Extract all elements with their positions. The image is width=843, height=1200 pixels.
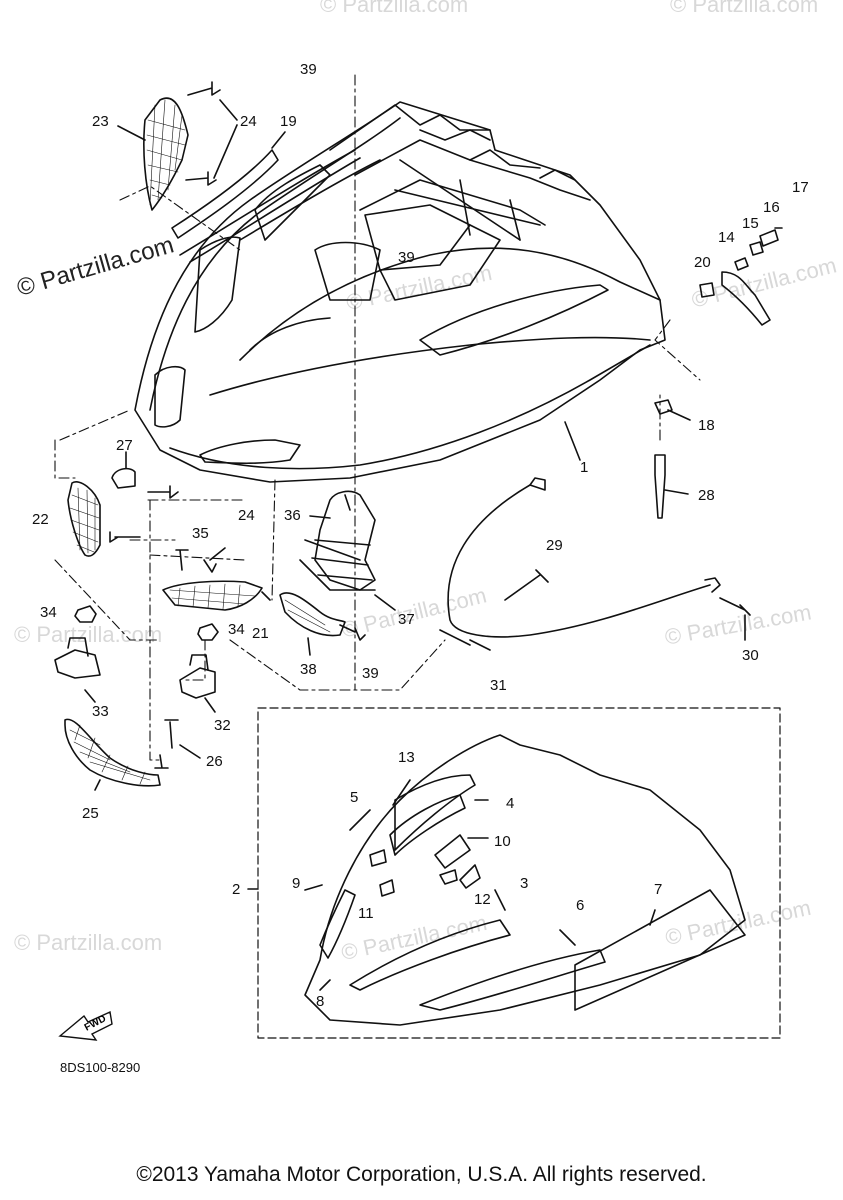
hood-shell [134, 101, 666, 483]
callout-23[interactable]: 23 [92, 113, 109, 130]
callout-20[interactable]: 20 [694, 254, 711, 271]
callout-28[interactable]: 28 [698, 487, 715, 504]
callout-11[interactable]: 11 [358, 905, 374, 922]
callout-25[interactable]: 25 [82, 805, 99, 822]
callout-21[interactable]: 21 [252, 625, 269, 642]
diagram-part-code: 8DS100-8290 [60, 1060, 141, 1075]
callout-15[interactable]: 15 [742, 215, 759, 232]
callout-24-top[interactable]: 24 [240, 113, 257, 130]
callout-37[interactable]: 37 [398, 611, 415, 628]
callout-36[interactable]: 36 [284, 507, 301, 524]
callout-19[interactable]: 19 [280, 113, 297, 130]
callout-5[interactable]: 5 [350, 789, 359, 806]
callout-39-mid[interactable]: 39 [398, 249, 415, 266]
watermark-left-mid: © Partzilla.com [14, 622, 163, 647]
callout-8[interactable]: 8 [316, 993, 325, 1010]
callout-34-left[interactable]: 34 [40, 604, 57, 621]
callout-9[interactable]: 9 [292, 875, 301, 892]
callout-22[interactable]: 22 [32, 511, 49, 528]
callout-12[interactable]: 12 [474, 891, 491, 908]
callout-6[interactable]: 6 [576, 897, 585, 914]
callout-14[interactable]: 14 [718, 229, 735, 246]
watermark-top: © Partzilla.com [320, 0, 469, 17]
callout-30[interactable]: 30 [742, 647, 759, 664]
callout-26[interactable]: 26 [206, 753, 223, 770]
callout-2[interactable]: 2 [232, 881, 241, 898]
callout-18[interactable]: 18 [698, 417, 715, 434]
callout-24-mid[interactable]: 24 [238, 507, 255, 524]
callout-3[interactable]: 3 [520, 875, 529, 892]
callout-32[interactable]: 32 [214, 717, 231, 734]
copyright-notice: ©2013 Yamaha Motor Corporation, U.S.A. A… [136, 1163, 707, 1186]
callout-34-center[interactable]: 34 [228, 621, 245, 638]
callout-13[interactable]: 13 [398, 749, 415, 766]
callout-16[interactable]: 16 [763, 199, 780, 216]
watermark-top-right: © Partzilla.com [670, 0, 819, 17]
callout-31[interactable]: 31 [490, 677, 507, 694]
callout-39-top[interactable]: 39 [300, 61, 317, 78]
callout-38[interactable]: 38 [300, 661, 317, 678]
fwd-arrow [58, 1010, 113, 1041]
callout-39-bottom[interactable]: 39 [362, 665, 379, 682]
callout-10[interactable]: 10 [494, 833, 511, 850]
callout-33[interactable]: 33 [92, 703, 109, 720]
callout-1[interactable]: 1 [580, 459, 589, 476]
callout-29[interactable]: 29 [546, 537, 563, 554]
callout-4[interactable]: 4 [506, 795, 515, 812]
watermark-left-low: © Partzilla.com [14, 930, 163, 955]
callout-17[interactable]: 17 [792, 179, 809, 196]
callout-27[interactable]: 27 [116, 437, 133, 454]
callout-7[interactable]: 7 [654, 881, 663, 898]
callout-35[interactable]: 35 [192, 525, 209, 542]
